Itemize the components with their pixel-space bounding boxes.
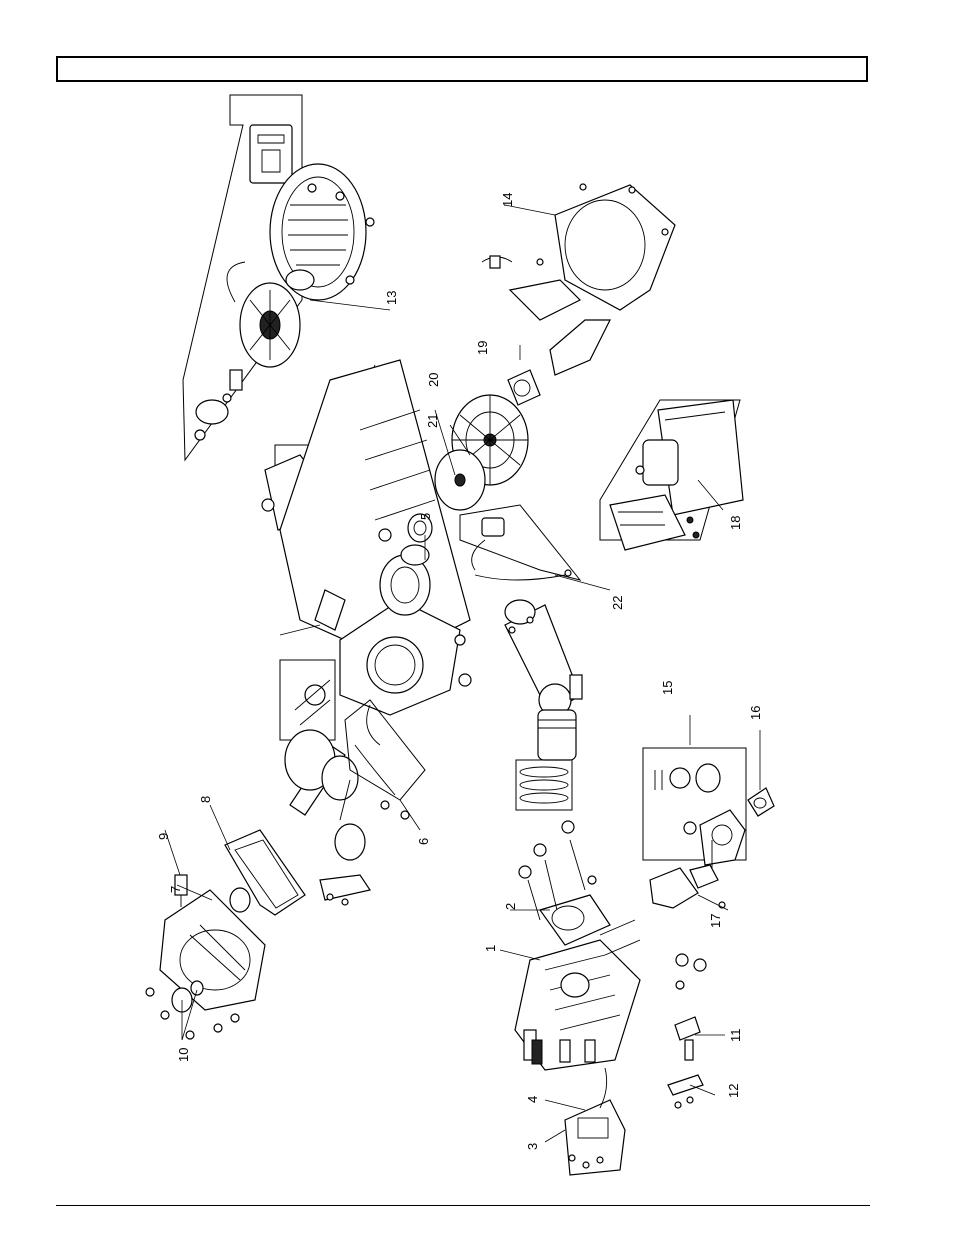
cooling-fan <box>435 450 485 510</box>
callout-16: 16 <box>748 706 763 720</box>
cylinder-block <box>280 360 471 715</box>
callout-18: 18 <box>728 516 743 530</box>
callout-4: 4 <box>525 1096 540 1103</box>
callout-1: 1 <box>483 945 498 952</box>
rocker-arm-parts <box>668 954 706 1108</box>
callout-19: 19 <box>475 341 490 355</box>
callout-21: 21 <box>425 414 440 428</box>
governor-assembly <box>280 625 335 740</box>
connecting-rod-piston <box>505 600 582 760</box>
carburetor-assembly <box>643 748 746 870</box>
starter-cup <box>508 370 540 405</box>
ignition-wire-group <box>345 700 425 819</box>
callout-5: 5 <box>418 513 433 520</box>
cylinder-head <box>515 920 640 1070</box>
callout-12: 12 <box>726 1084 741 1098</box>
callout-7: 7 <box>168 886 183 893</box>
head-gasket <box>540 895 610 945</box>
crankcase-cover <box>146 890 265 1039</box>
callout-6: 6 <box>416 838 431 845</box>
callout-2: 2 <box>503 903 518 910</box>
callout-11: 11 <box>728 1029 743 1043</box>
carburetor-gasket <box>748 788 774 816</box>
piston-rings <box>516 760 572 810</box>
callout-15: 15 <box>660 681 675 695</box>
callout-14: 14 <box>500 193 515 207</box>
ignition-coil <box>460 505 580 580</box>
carburetor-insulator <box>650 865 725 908</box>
callout-9: 9 <box>156 833 171 840</box>
callout-10: 10 <box>176 1048 191 1062</box>
callout-20: 20 <box>426 373 441 387</box>
footer-rule <box>56 1205 870 1206</box>
callout-13: 13 <box>384 291 399 305</box>
callout-22: 22 <box>610 596 625 610</box>
governor-arm <box>320 875 370 905</box>
air-cleaner-assembly <box>600 400 743 550</box>
callout-17: 17 <box>708 914 723 928</box>
callout-8: 8 <box>198 796 213 803</box>
blower-housing <box>482 184 675 375</box>
rocker-cover <box>565 1068 625 1175</box>
main-bearing <box>230 888 250 912</box>
crankshaft <box>285 730 365 860</box>
callout-3: 3 <box>525 1143 540 1150</box>
